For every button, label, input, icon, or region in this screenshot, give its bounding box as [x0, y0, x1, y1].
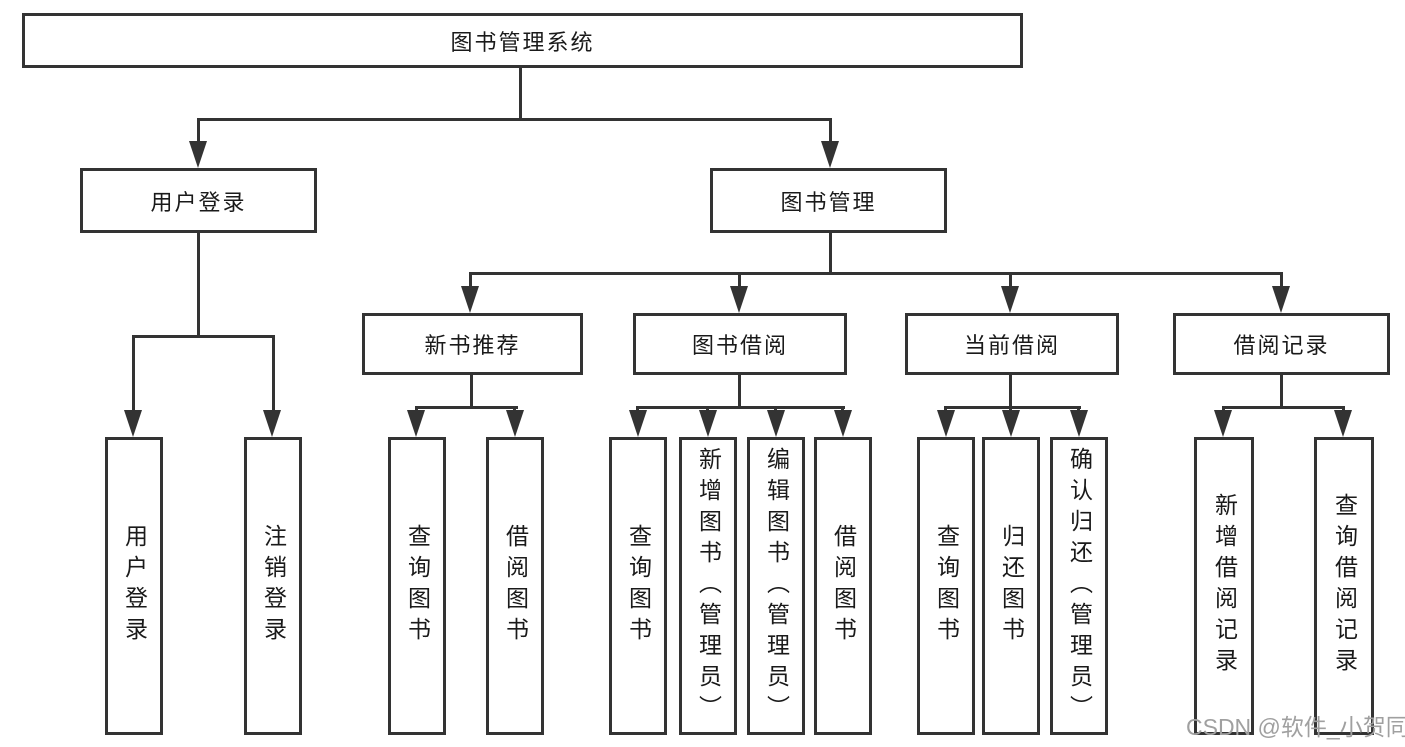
- leaf-borrow-books-2-label: 借阅图书: [830, 524, 857, 648]
- leaf-add-book-admin-label: 新增图书（管理员）: [695, 446, 722, 726]
- arrowhead-current-borrow-icon: [1001, 286, 1019, 313]
- arrowhead-leaf-add-record-icon: [1214, 410, 1232, 437]
- node-user-login: 用户登录: [80, 168, 317, 233]
- node-user-login-label: 用户登录: [150, 189, 247, 215]
- arrowhead-new-book-icon: [461, 286, 479, 313]
- arrowhead-leaf-borrow1-icon: [506, 410, 524, 437]
- watermark: CSDN @软件_小贺同学: [1186, 714, 1405, 740]
- node-borrow-records: 借阅记录: [1173, 313, 1390, 375]
- leaf-confirm-return-admin-label: 确认归还（管理员）: [1066, 446, 1093, 726]
- connector-book-management-stem: [829, 231, 832, 272]
- arrowhead-leaf-user-login-icon: [124, 410, 142, 437]
- node-borrow-records-label: 借阅记录: [1233, 333, 1330, 358]
- node-book-management: 图书管理: [710, 168, 947, 233]
- connector-root-split: [197, 118, 832, 121]
- node-new-book-recommend: 新书推荐: [362, 313, 583, 375]
- leaf-user-login: 用户登录: [105, 437, 163, 735]
- connector-user-login-split: [132, 335, 275, 338]
- connector-root-stem: [519, 66, 522, 120]
- node-book-borrow-label: 图书借阅: [691, 333, 788, 358]
- connector-to-book-management: [829, 118, 832, 146]
- connector-to-borrow-records: [1280, 272, 1283, 290]
- connector-new-book-split: [415, 406, 518, 409]
- connector-to-book-borrow: [738, 272, 741, 290]
- connector-to-leaf-logout: [272, 335, 275, 413]
- arrowhead-book-borrow-icon: [730, 286, 748, 313]
- leaf-query-borrow-record-label: 查询借阅记录: [1331, 493, 1358, 679]
- node-book-borrow: 图书借阅: [633, 313, 847, 375]
- connector-book-borrow-split: [636, 406, 845, 409]
- connector-current-borrow-stem: [1009, 373, 1012, 406]
- arrowhead-leaf-query3-icon: [937, 410, 955, 437]
- node-current-borrow: 当前借阅: [905, 313, 1119, 375]
- arrowhead-leaf-borrow2-icon: [834, 410, 852, 437]
- leaf-logout-label: 注销登录: [260, 524, 287, 648]
- node-root-label: 图书管理系统: [450, 29, 595, 55]
- connector-to-new-book: [469, 272, 472, 290]
- leaf-query-books-1-label: 查询图书: [404, 524, 431, 648]
- leaf-add-borrow-record: 新增借阅记录: [1194, 437, 1254, 735]
- leaf-borrow-books-2: 借阅图书: [814, 437, 872, 735]
- connector-borrow-records-stem: [1280, 373, 1283, 406]
- connector-new-book-stem: [470, 373, 473, 406]
- leaf-query-books-2-label: 查询图书: [625, 524, 652, 648]
- leaf-edit-book-admin-label: 编辑图书（管理员）: [763, 446, 790, 726]
- arrowhead-leaf-edit-book-icon: [767, 410, 785, 437]
- connector-book-borrow-stem: [738, 373, 741, 406]
- connector-borrow-records-split: [1222, 406, 1345, 409]
- connector-current-borrow-split: [944, 406, 1081, 409]
- leaf-query-borrow-record: 查询借阅记录: [1314, 437, 1374, 735]
- connector-to-leaf-user-login: [132, 335, 135, 413]
- node-new-book-recommend-label: 新书推荐: [424, 333, 521, 358]
- connector-to-current-borrow: [1009, 272, 1012, 290]
- leaf-edit-book-admin: 编辑图书（管理员）: [747, 437, 805, 735]
- leaf-query-books-3: 查询图书: [917, 437, 975, 735]
- leaf-confirm-return-admin: 确认归还（管理员）: [1050, 437, 1108, 735]
- node-book-management-label: 图书管理: [780, 189, 877, 215]
- leaf-return-book-label: 归还图书: [998, 524, 1025, 648]
- node-root: 图书管理系统: [22, 13, 1023, 68]
- connector-to-user-login: [197, 118, 200, 146]
- arrowhead-leaf-query-record-icon: [1334, 410, 1352, 437]
- leaf-borrow-books-1: 借阅图书: [486, 437, 544, 735]
- arrowhead-user-login-icon: [189, 141, 207, 168]
- connector-user-login-stem: [197, 231, 200, 335]
- arrowhead-leaf-confirm-return-icon: [1070, 410, 1088, 437]
- connector-book-management-split: [469, 272, 1283, 275]
- leaf-query-books-1: 查询图书: [388, 437, 446, 735]
- arrowhead-leaf-query2-icon: [629, 410, 647, 437]
- arrowhead-borrow-records-icon: [1272, 286, 1290, 313]
- leaf-logout: 注销登录: [244, 437, 302, 735]
- arrowhead-leaf-return-icon: [1002, 410, 1020, 437]
- leaf-return-book: 归还图书: [982, 437, 1040, 735]
- leaf-borrow-books-1-label: 借阅图书: [502, 524, 529, 648]
- arrowhead-leaf-logout-icon: [263, 410, 281, 437]
- leaf-query-books-2: 查询图书: [609, 437, 667, 735]
- leaf-add-borrow-record-label: 新增借阅记录: [1211, 493, 1238, 679]
- arrowhead-leaf-query1-icon: [407, 410, 425, 437]
- arrowhead-book-management-icon: [821, 141, 839, 168]
- leaf-query-books-3-label: 查询图书: [933, 524, 960, 648]
- arrowhead-leaf-add-book-icon: [699, 410, 717, 437]
- node-current-borrow-label: 当前借阅: [963, 333, 1060, 358]
- leaf-add-book-admin: 新增图书（管理员）: [679, 437, 737, 735]
- leaf-user-login-label: 用户登录: [121, 524, 148, 648]
